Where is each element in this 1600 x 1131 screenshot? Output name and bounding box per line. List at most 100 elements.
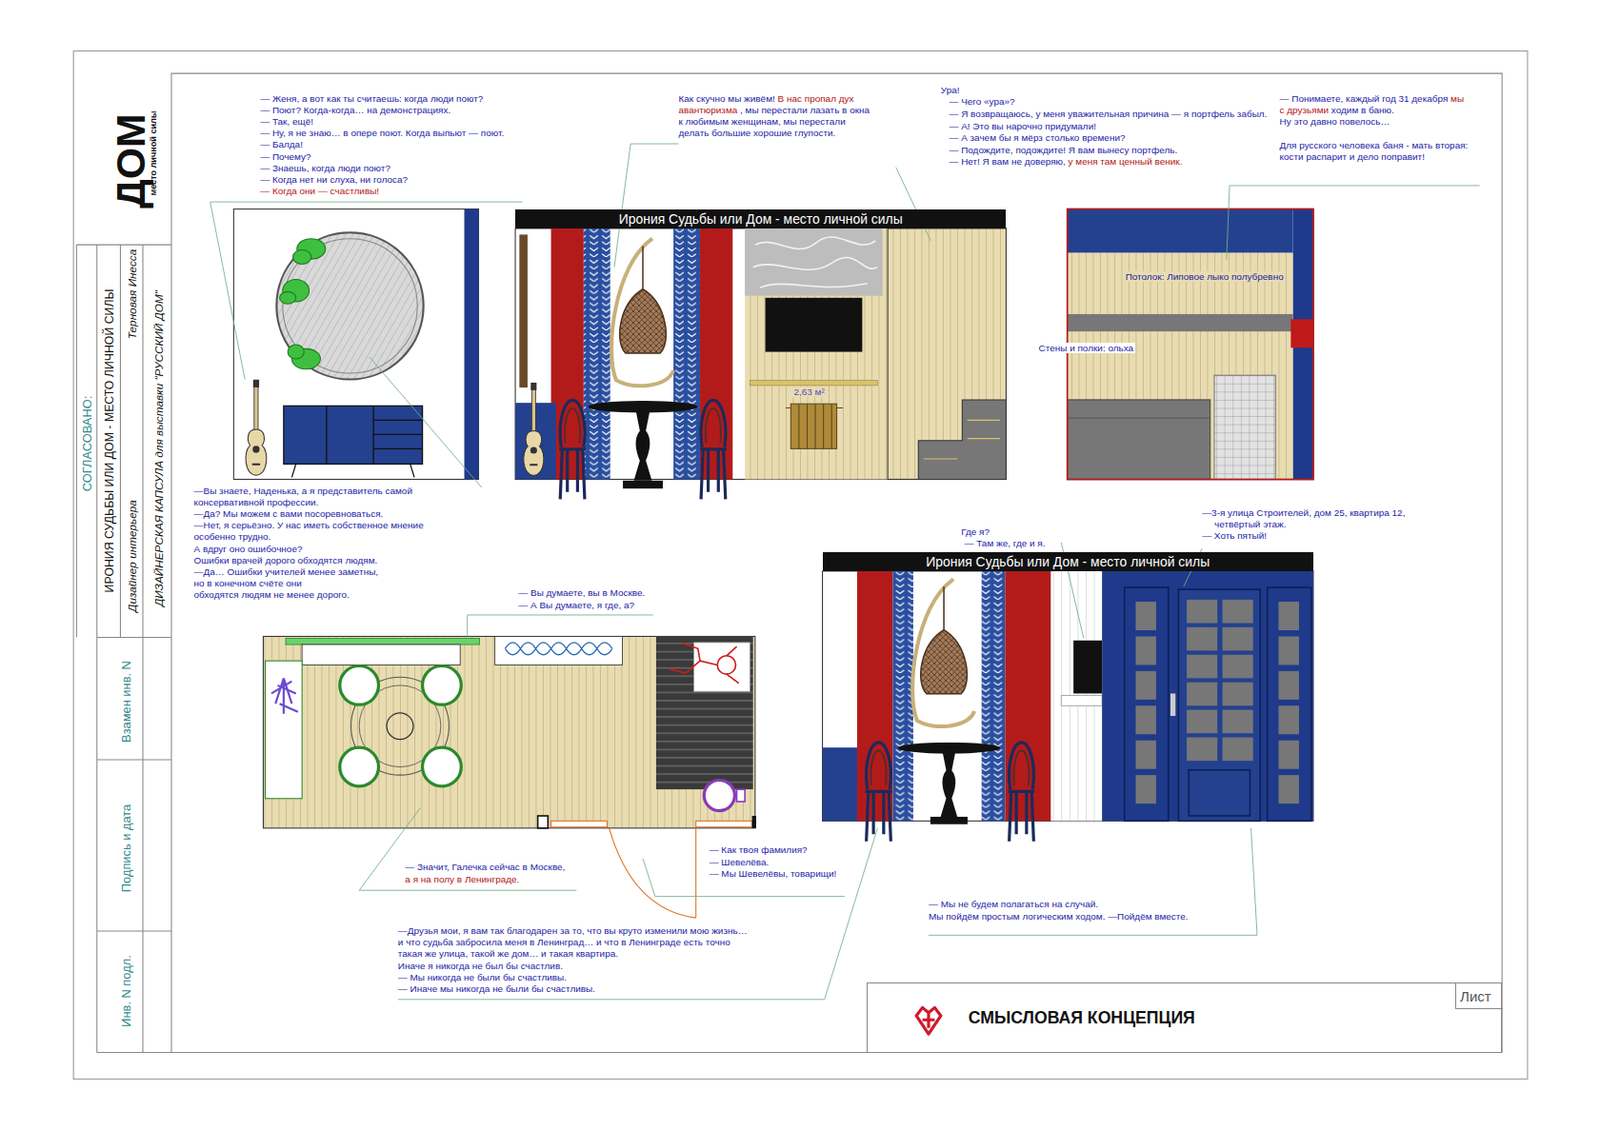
stamp-text: Взамен инв. N [118, 660, 133, 743]
dialogue-line: делать большие хорошие глупости. [679, 127, 837, 140]
stamp-label: СОГЛАСОВАНО: [80, 396, 95, 492]
dialogue-quote: ходим в баню. [1331, 104, 1395, 116]
dialogue-quote: — Иначе мы никогда не были бы счастливы. [398, 983, 596, 995]
dialogue-line: — Там же, где и я. [964, 538, 1046, 550]
material-note: Стены и полки: ольха [1037, 342, 1137, 354]
dialogue-quote: такая же улица, такой же дом… и такая кв… [398, 948, 619, 960]
material-note: 2,63 м² [791, 386, 826, 398]
stamp-label: ДОМ [107, 114, 154, 210]
dialogue-line: — Подождите, подождите! Я вам вынесу пор… [948, 144, 1178, 158]
dialogue-line: — Поют? Когда-когда… на демонстрациях. [260, 104, 451, 117]
title-band: Ирония Судьбы или Дом - место личной сил… [822, 552, 1314, 572]
title-block: СМЫСЛОВАЯ КОНЦЕПЦИЯЛист [866, 982, 1503, 1054]
dialogue-line: авантюризма, мы перестали лазать в окна [679, 104, 871, 117]
dialogue-line: Потолок: Липовое лыко полубревно [1123, 271, 1286, 283]
stamp-text: ИРОНИЯ СУДЬБЫ ИЛИ ДОМ - МЕСТО ЛИЧНОЙ СИЛ… [102, 288, 117, 593]
band-title: Ирония Судьбы или Дом - место личной сил… [925, 554, 1210, 570]
dialogue-quote: — Хоть пятый! [1201, 530, 1267, 541]
dialogue-quote: — Подождите, подождите! Я вам вынесу пор… [948, 144, 1178, 156]
cell-label: Лист [1460, 987, 1492, 1004]
dialogue-quote: мы [1450, 93, 1464, 104]
dialogue-quote: — Чего «ура»? [948, 96, 1015, 107]
dialogue-line: Мы пойдём простым логическим ходом. —Пой… [928, 911, 1189, 924]
dialogue-quote: — Знаешь, когда люди поют? [260, 162, 391, 174]
dialogue-line: — Понимаете, каждый год 31 декабрямы [1280, 93, 1465, 105]
dialogue-quote: — Когда нет ни слуха, ни голоса? [260, 174, 408, 185]
dialogue-quote: — Мы никогда не были бы счастливы. [398, 972, 567, 983]
dialogue-quote: а я на полу в Ленинграде. [404, 874, 520, 885]
dialogue-line: — Шевелёва. [709, 857, 770, 869]
dialogue-line: и что судьба забросила меня в Ленинград…… [398, 937, 731, 949]
dialogue-line: Для русского человека баня - мать вторая… [1280, 140, 1469, 152]
dialogue-quote: В нас пропал дух [778, 93, 855, 104]
dialogue-quote: — Мы не будем полагаться на случай. [928, 899, 1099, 910]
dialogue-quote: Для русского человека баня - мать вторая… [1280, 140, 1469, 151]
stamp-text: СОГЛАСОВАНО: [80, 396, 95, 492]
dialogue-line: — Я возвращаюсь, у меня уважительная при… [948, 108, 1267, 121]
dialogue-line: — Женя, а вот как ты считаешь: когда люд… [260, 93, 483, 105]
dialogue-line: —Да? Мы можем с вами посоревноваться. [194, 508, 384, 520]
dialogue-quote: — А! Это вы нарочно придумали! [948, 120, 1097, 132]
dialogue-line: Иначе я никогда не был бы счастлив. [398, 960, 563, 973]
dialogue-quote: — А зачем бы я мёрз столько времени? [948, 132, 1125, 143]
material-note: Потолок: Липовое лыко полубревно [1123, 271, 1286, 282]
stamp-text: Подпись и дата [118, 804, 133, 893]
dialogue-line: такая же улица, такой же дом… и такая кв… [398, 948, 619, 960]
dialogue-line: с друзьямиходим в баню. [1280, 104, 1395, 117]
dialogue-quote: Где я? [960, 526, 990, 538]
dialogue-line: — Мы Шевелёвы, товарищи! [709, 868, 838, 880]
stamp-text: ДИЗАЙНЕРСКАЯ КАПСУЛА для выставки "РУССК… [152, 291, 165, 608]
dialogue-quote: —Друзья мои, я вам так благодарен за то,… [398, 925, 748, 937]
dialogue-quote: —Нет, я серьёзно. У нас иметь собственно… [194, 520, 424, 531]
stamp-label: Взамен инв. N [118, 660, 133, 743]
dialogue-line: — Значит, Галечка сейчас в Москве, [404, 861, 565, 875]
dialogue-line: но в конечном счёте они [194, 578, 302, 590]
dialogue-quote: — Женя, а вот как ты считаешь: когда люд… [260, 93, 483, 104]
dialogue-quote: делать большие хорошие глупости. [679, 127, 837, 139]
dialogue-line: Ошибки врачей дорого обходятся людям. [194, 555, 379, 567]
dialogue-line: — Мы никогда не были бы счастливы. [398, 972, 567, 984]
dialogue-quote: — Балда! [260, 139, 303, 150]
dialogue-quote: Ошибки врачей дорого обходятся людям. [194, 555, 379, 566]
dialogue-quote: — Там же, где и я. [964, 538, 1046, 549]
dialogue-line: — А зачем бы я мёрз столько времени? [948, 132, 1125, 145]
stamp-label: ИРОНИЯ СУДЬБЫ ИЛИ ДОМ - МЕСТО ЛИЧНОЙ СИЛ… [102, 288, 117, 593]
dialogue-line: к любимым женщинам, мы перестали [679, 116, 846, 128]
dialogue-quote: —Да? Мы можем с вами посоревноваться. [194, 508, 384, 520]
dialogue-line: — Нет! Я вам не доверяю,у меня там ценны… [948, 156, 1182, 169]
dialogue-quote: обходятся людям не менее дорого. [194, 589, 350, 600]
dialogue-quote: и что судьба забросила меня в Ленинград…… [398, 937, 731, 948]
dialogue-line: — Так, ещё! [260, 116, 314, 128]
dialogue-quote: четвёртый этаж. [1214, 519, 1286, 530]
dialogue-quote: —3-я улица Строителей, дом 25, квартира … [1201, 507, 1405, 519]
dialogue-line: — Знаешь, когда люди поют? [260, 162, 391, 175]
dialogue-quote: особенно трудно. [194, 531, 272, 542]
title-band: Ирония Судьбы или Дом - место личной сил… [515, 209, 1006, 229]
dialogue-quote: Иначе я никогда не был бы счастлив. [398, 960, 563, 972]
dialogue-quote: — Нет! Я вам не доверяю, [948, 156, 1065, 167]
stamp-text: Инв. N подл. [118, 956, 133, 1029]
dialogue-quote: — Как твоя фамилия? [709, 844, 808, 856]
stamp-label: Терновая Инесса [125, 248, 139, 340]
dialogue-line: особенно трудно. [194, 531, 272, 543]
dialogue-quote: А вдруг оно ошибочное? [194, 543, 303, 555]
dialogue-quote: Ура! [940, 84, 960, 96]
dialogue-quote: у меня там ценный веник. [1068, 156, 1183, 167]
stamp-text: место личной силы [148, 110, 159, 196]
dialogue-line: А вдруг оно ошибочное? [194, 543, 303, 556]
dialogue-line: консервативной профессии. [194, 497, 320, 509]
dialogue-line: — Иначе мы никогда не были бы счастливы. [398, 983, 596, 996]
dialogue-quote: — Так, ещё! [260, 116, 314, 127]
dialogue-line: Ну это давно повелось… [1280, 116, 1391, 128]
band-title: Ирония Судьбы или Дом - место личной сил… [619, 211, 903, 227]
dialogue-line: — Мы не будем полагаться на случай. [928, 899, 1099, 912]
dialogue-quote: кости распарит и дело поправит! [1280, 151, 1425, 162]
dialogue-line: —Друзья мои, я вам так благодарен за то,… [398, 925, 748, 938]
dialogue-line: 2,63 м² [791, 386, 826, 399]
dialogue-quote: — Мы Шевелёвы, товарищи! [709, 868, 838, 880]
stamp-label: место личной силы [148, 110, 159, 196]
stamp-label: Инв. N подл. [118, 956, 133, 1029]
dialogue-line: — Балда! [260, 139, 303, 151]
